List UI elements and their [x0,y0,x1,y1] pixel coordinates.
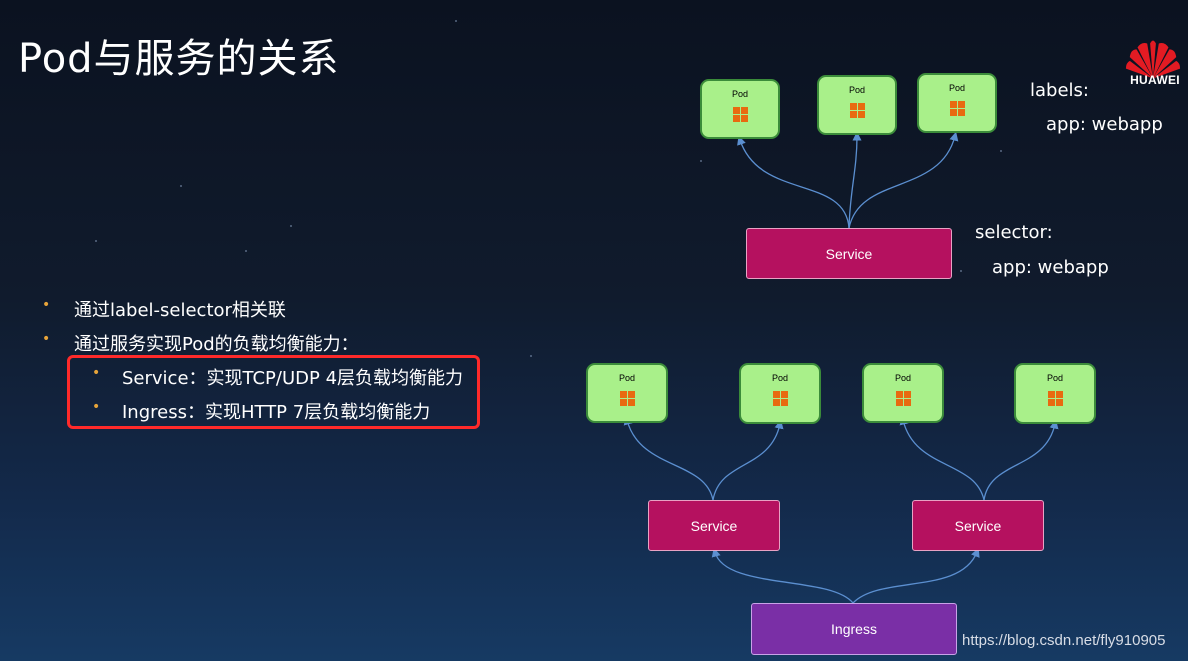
ingress-box: Ingress [751,603,957,655]
service-bottom-right: Service [912,500,1044,551]
selector-key: selector: [975,222,1053,243]
star-decoration [290,225,292,227]
bullet-dot-icon: • [92,399,101,415]
pod-label: Pod [848,85,865,95]
pod-label: Pod [1046,373,1063,383]
labels-key: labels: [1030,80,1089,101]
selector-value: app: webapp [992,257,1109,278]
pod-grid-icon [619,391,635,406]
pod-label: Pod [618,373,635,383]
pod-bottom-3: Pod [862,363,944,423]
sub-bullet-item: Ingress：实现HTTP 7层负载均衡能力 [122,402,431,423]
pod-grid-icon [732,107,748,122]
star-decoration [95,240,97,242]
pod-label: Pod [894,373,911,383]
pod-top-3: Pod [917,73,997,133]
star-decoration [245,250,247,252]
pod-label: Pod [771,373,788,383]
pod-bottom-4: Pod [1014,363,1096,424]
pod-grid-icon [949,101,965,116]
bullet-dot-icon: • [92,365,101,381]
pod-bottom-2: Pod [739,363,821,424]
labels-value: app: webapp [1046,114,1163,135]
service-top: Service [746,228,952,279]
star-decoration [530,355,532,357]
pod-grid-icon [849,103,865,118]
huawei-logo-text: HUAWEI [1130,73,1180,87]
pod-label: Pod [731,89,748,99]
bullet-item: 通过label-selector相关联 [74,300,286,321]
star-decoration [180,185,182,187]
pod-bottom-1: Pod [586,363,668,423]
huawei-logo [1125,40,1181,79]
star-decoration [455,20,457,22]
pod-grid-icon [1047,391,1063,406]
bullet-dot-icon: • [42,331,51,347]
highlight-box [67,355,480,429]
page-title: Pod与服务的关系 [18,36,340,82]
star-decoration [960,270,962,272]
pod-label: Pod [948,83,965,93]
star-decoration [700,160,702,162]
pod-top-2: Pod [817,75,897,135]
sub-bullet-item: Service：实现TCP/UDP 4层负载均衡能力 [122,368,464,389]
star-decoration [1000,150,1002,152]
pod-grid-icon [772,391,788,406]
pod-top-1: Pod [700,79,780,139]
bullet-item: 通过服务实现Pod的负载均衡能力： [74,334,359,355]
pod-grid-icon [895,391,911,406]
bullet-dot-icon: • [42,297,51,313]
service-bottom-left: Service [648,500,780,551]
watermark-url: https://blog.csdn.net/fly910905 [962,632,1166,649]
